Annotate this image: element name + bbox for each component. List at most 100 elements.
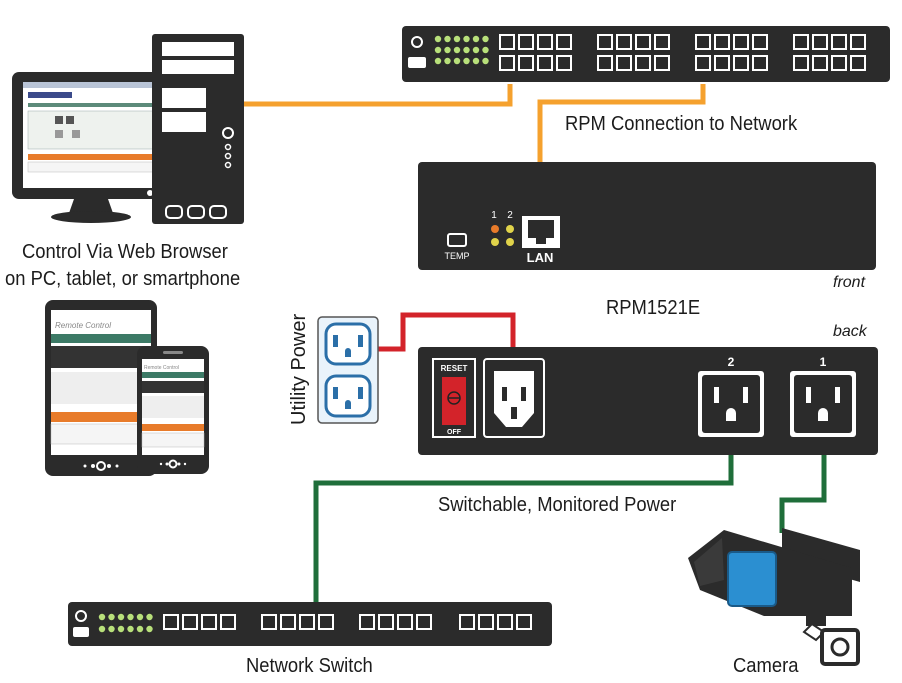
switch-port	[812, 34, 828, 50]
switch-port	[733, 55, 749, 71]
switch-port	[318, 614, 334, 630]
status-led	[127, 625, 134, 633]
front-label: front	[833, 274, 866, 291]
switch-port	[299, 614, 315, 630]
utility-power-cable	[372, 312, 516, 362]
reset-label: RESET	[441, 364, 468, 373]
switch-port	[359, 614, 375, 630]
switched-power-cable-1	[779, 455, 827, 533]
switch-port	[733, 34, 749, 50]
utility-wall-outlet	[317, 316, 379, 424]
status-led	[108, 613, 115, 621]
model-label: RPM1521E	[606, 297, 701, 319]
status-led	[136, 613, 144, 621]
status-led	[136, 625, 144, 633]
status-led	[117, 613, 125, 621]
security-camera	[688, 528, 860, 666]
switch-port	[416, 614, 432, 630]
status-led	[434, 35, 442, 43]
status-led	[453, 57, 461, 65]
switch-port	[280, 614, 296, 630]
status-led	[463, 46, 470, 54]
switch-port	[752, 34, 768, 50]
switch-port	[459, 614, 475, 630]
switch-port	[537, 34, 553, 50]
camera-label: Camera	[733, 655, 799, 677]
control-label-line2: on PC, tablet, or smartphone	[5, 268, 241, 290]
switch-port	[499, 55, 515, 71]
switch-port	[714, 55, 730, 71]
switch-port	[497, 614, 513, 630]
switched-power-cable-2	[313, 455, 734, 602]
status-led	[127, 613, 134, 621]
back-label: back	[833, 323, 867, 340]
switch-port	[163, 614, 179, 630]
temp-label: TEMP	[444, 251, 469, 261]
rpm-back-panel: RESET OFF 2 1	[418, 347, 878, 455]
switch-port	[714, 34, 730, 50]
status-led	[472, 57, 480, 65]
switch-port	[556, 34, 572, 50]
switch-port	[537, 55, 553, 71]
switch-port	[499, 34, 515, 50]
top-network-switch	[402, 26, 890, 82]
rpm-connection-label: RPM Connection to Network	[565, 113, 798, 135]
receptacle-bottom	[324, 374, 372, 418]
switch-port	[397, 614, 413, 630]
status-led	[453, 35, 461, 43]
switch-port	[378, 614, 394, 630]
status-led	[434, 57, 442, 65]
switch-port	[793, 55, 809, 71]
status-led	[444, 35, 451, 43]
switch-port	[695, 34, 711, 50]
switch-port	[518, 55, 534, 71]
switch-port	[752, 55, 768, 71]
rpm-front-panel: TEMP 1 2 LAN	[418, 162, 876, 270]
tablet: Remote Control	[45, 300, 157, 476]
switch-port	[182, 614, 198, 630]
switch-port	[654, 34, 670, 50]
status-led	[472, 46, 480, 54]
switch-port	[556, 55, 572, 71]
tablet-screen-title: Remote Control	[55, 321, 111, 330]
smartphone: Remote Control	[137, 346, 209, 474]
switch-port	[654, 55, 670, 71]
led-label-1: 1	[491, 210, 497, 221]
network-switch-label: Network Switch	[246, 655, 373, 677]
off-label: OFF	[447, 429, 462, 436]
status-led	[98, 613, 106, 621]
utility-power-label: Utility Power	[288, 313, 310, 425]
bottom-network-switch	[68, 602, 552, 646]
switch-port	[261, 614, 277, 630]
status-led	[453, 46, 461, 54]
status-led	[98, 625, 106, 633]
switch-port	[518, 34, 534, 50]
status-led	[108, 625, 115, 633]
status-led	[482, 35, 489, 43]
switch-port	[616, 34, 632, 50]
network-cable-rpm	[537, 84, 706, 162]
outlet-label-1: 1	[820, 355, 827, 369]
led-label-2: 2	[507, 210, 513, 221]
status-led	[444, 57, 451, 65]
status-led	[146, 613, 153, 621]
switch-port	[635, 34, 651, 50]
switch-port	[812, 55, 828, 71]
switchable-power-label: Switchable, Monitored Power	[438, 494, 677, 516]
switch-port	[478, 614, 494, 630]
status-led	[117, 625, 125, 633]
status-led	[463, 57, 470, 65]
status-led	[463, 35, 470, 43]
switch-port	[695, 55, 711, 71]
switch-port	[831, 55, 847, 71]
status-led	[482, 57, 489, 65]
receptacle-top	[324, 322, 372, 366]
pc-monitor	[12, 72, 170, 223]
status-led	[472, 35, 480, 43]
switch-port	[831, 34, 847, 50]
switch-port	[616, 55, 632, 71]
outlet-label-2: 2	[728, 355, 735, 369]
switch-port	[597, 34, 613, 50]
switch-port	[220, 614, 236, 630]
